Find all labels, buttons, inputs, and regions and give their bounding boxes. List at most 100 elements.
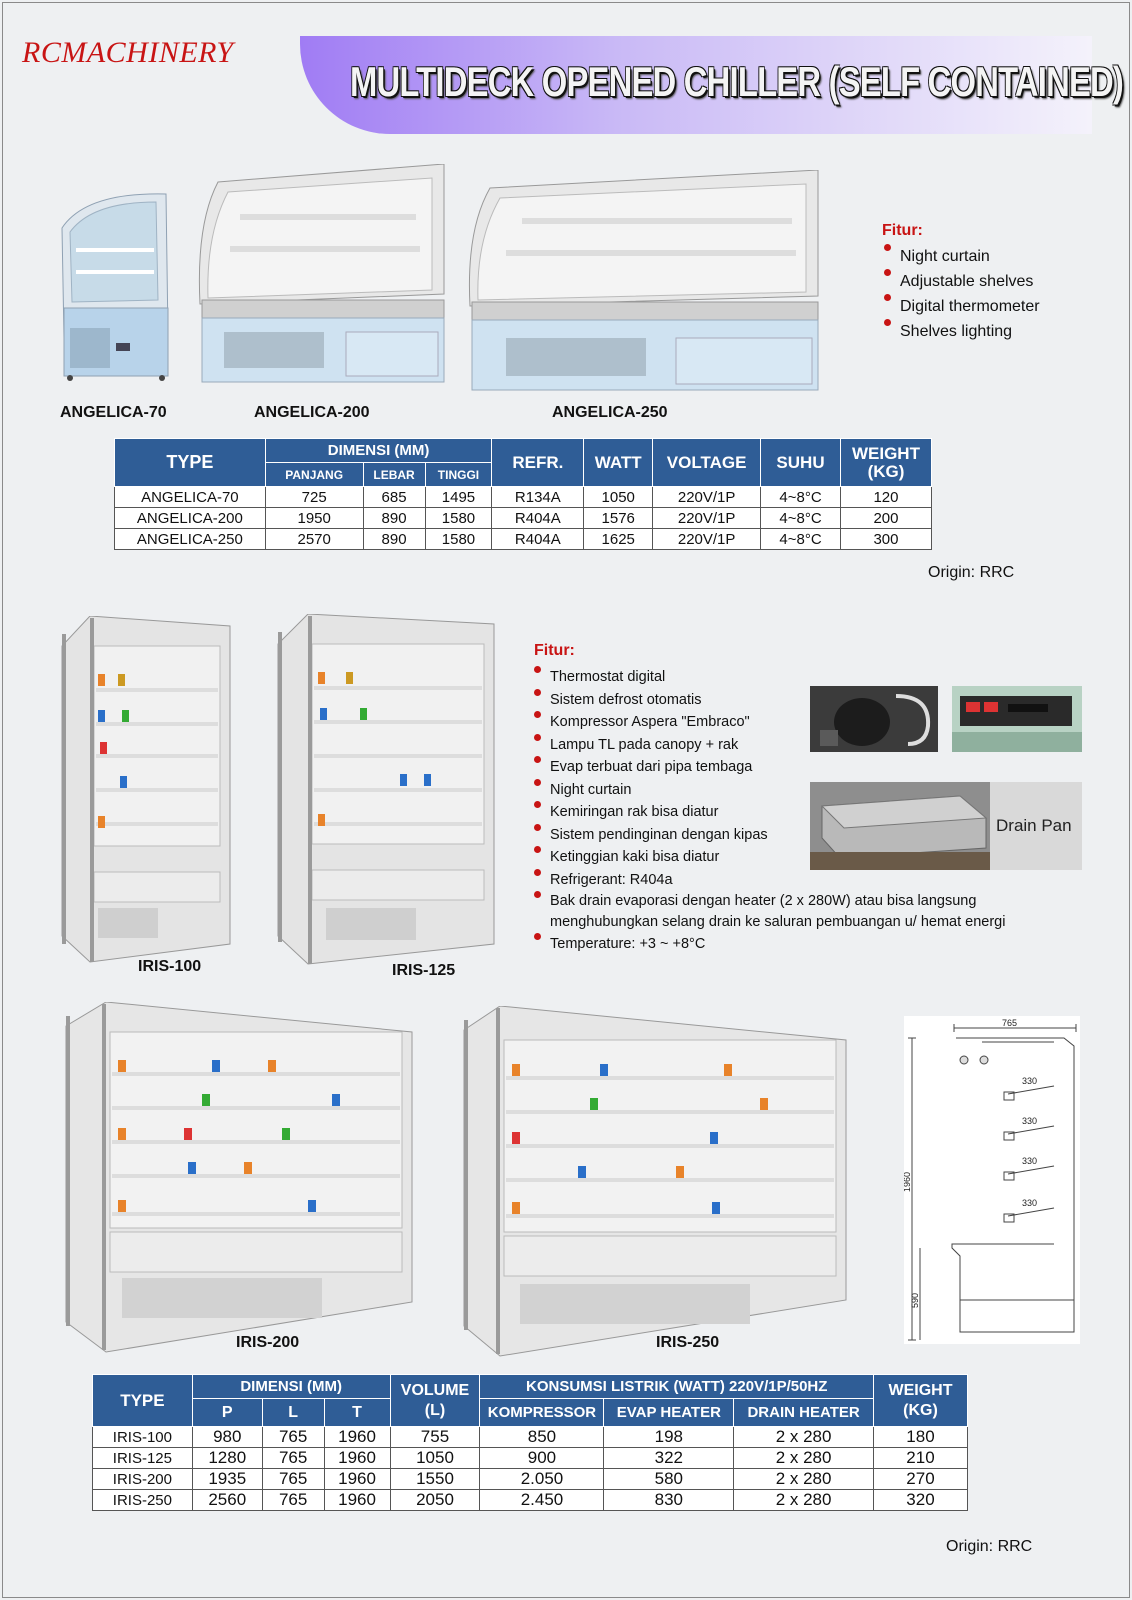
feature-item: Ketinggian kaki bisa diatur	[532, 846, 1072, 869]
table-cell: 4~8°C	[760, 528, 841, 550]
table-row: IRIS-250 2560 765 1960 2050 2.450 830 2 …	[92, 1489, 969, 1511]
col-voltage: VOLTAGE	[652, 438, 762, 487]
feature-item: Sistem defrost otomatis	[532, 688, 1072, 712]
table-row: IRIS-200 1935 765 1960 1550 2.050 580 2 …	[92, 1468, 969, 1490]
thermostat-panel-photo	[952, 686, 1082, 752]
drawing-height-label: 1960	[904, 1172, 912, 1192]
table-cell: 890	[362, 528, 426, 550]
table-cell: IRIS-250	[92, 1489, 193, 1511]
feature-item: Bak drain evaporasi dengan heater (2 x 2…	[532, 891, 1072, 933]
feature-item: Sistem pendinginan dengan kipas	[532, 823, 1072, 847]
col-dimensi: DIMENSI (MM)	[264, 438, 493, 463]
table-cell: 685	[362, 486, 426, 508]
table-cell: 1580	[424, 507, 493, 529]
col-lebar: LEBAR	[362, 462, 426, 487]
table-cell: 580	[603, 1468, 735, 1490]
table-cell: 980	[191, 1426, 263, 1448]
table-cell: 2570	[264, 528, 364, 550]
drawing-base-label: 590	[910, 1293, 920, 1308]
table-cell: 220V/1P	[652, 507, 762, 529]
col-type: TYPE	[114, 438, 266, 487]
table-cell: IRIS-125	[92, 1447, 193, 1469]
angelica-fitur-list: Night curtain Adjustable shelves Digital…	[882, 244, 1040, 344]
table-row: IRIS-100 980 765 1960 755 850 198 2 x 28…	[92, 1426, 969, 1448]
table-cell: 2560	[191, 1489, 263, 1511]
feature-item: Kemiringan rak bisa diatur	[532, 801, 1072, 824]
caption-iris-250: IRIS-250	[656, 1334, 720, 1351]
table-cell: ANGELICA-200	[114, 507, 266, 529]
angelica-70-photo	[61, 193, 169, 381]
table-cell: R404A	[491, 507, 585, 529]
table-cell: 755	[389, 1426, 481, 1448]
iris-origin: Origin: RRC	[946, 1538, 1033, 1555]
col-tinggi: TINGGI	[424, 462, 493, 487]
table-cell: 2050	[389, 1489, 481, 1511]
iris-250-photo	[463, 1006, 847, 1357]
col-panjang: PANJANG	[264, 462, 364, 487]
table-cell: 1960	[323, 1468, 391, 1490]
table-cell: 180	[872, 1426, 969, 1448]
table-row: IRIS-125 1280 765 1960 1050 900 322 2 x …	[92, 1447, 969, 1469]
table-cell: 1935	[191, 1468, 263, 1490]
table-cell: 890	[362, 507, 426, 529]
table-cell: 1960	[323, 1447, 391, 1469]
technical-drawing-panel	[904, 1016, 1080, 1344]
caption-angelica-250: ANGELICA-250	[552, 404, 668, 421]
table-cell: 765	[261, 1489, 325, 1511]
table-cell: 1960	[323, 1489, 391, 1511]
angelica-250-photo	[468, 170, 819, 391]
compressor-photo	[810, 686, 938, 752]
table-cell: 2 x 280	[733, 1489, 874, 1511]
col-watt: WATT	[583, 438, 654, 487]
table-cell: 1280	[191, 1447, 263, 1469]
table-cell: 1950	[264, 507, 364, 529]
table-cell: IRIS-200	[92, 1468, 193, 1490]
feature-item: Thermostat digital	[532, 666, 1072, 689]
table-cell: ANGELICA-250	[114, 528, 266, 550]
col-type: TYPE	[92, 1374, 193, 1427]
drawing-shelf-label: 330	[1022, 1076, 1037, 1086]
table-cell: 1960	[323, 1426, 391, 1448]
table-cell: 322	[603, 1447, 735, 1469]
table-cell: 1495	[424, 486, 493, 508]
table-cell: 765	[261, 1426, 325, 1448]
col-konsumsi: KONSUMSI LISTRIK (WATT) 220V/1P/50HZ	[479, 1374, 874, 1399]
angelica-spec-table: TYPE DIMENSI (MM) REFR. WATT VOLTAGE SUH…	[114, 438, 933, 550]
feature-item: Shelves lighting	[882, 319, 1040, 344]
col-t: T	[323, 1398, 391, 1427]
feature-item: Adjustable shelves	[882, 269, 1040, 294]
table-cell: 210	[872, 1447, 969, 1469]
table-cell: 120	[839, 486, 933, 508]
table-cell: 320	[872, 1489, 969, 1511]
table-cell: 850	[479, 1426, 605, 1448]
col-evap-heater: EVAP HEATER	[603, 1398, 735, 1427]
table-cell: R134A	[491, 486, 585, 508]
angelica-origin: Origin: RRC	[928, 564, 1015, 581]
col-p: P	[191, 1398, 263, 1427]
angelica-fitur-title: Fitur:	[882, 222, 923, 239]
table-cell: 200	[839, 507, 933, 529]
drawing-width-label: 765	[1002, 1018, 1017, 1028]
drain-pan-label: Drain Pan	[996, 816, 1072, 835]
table-cell: 1625	[583, 528, 654, 550]
caption-angelica-200: ANGELICA-200	[254, 404, 370, 421]
col-drain-heater: DRAIN HEATER	[733, 1398, 874, 1427]
table-cell: R404A	[491, 528, 585, 550]
table-cell: 1550	[389, 1468, 481, 1490]
table-cell: 765	[261, 1447, 325, 1469]
table-cell: 4~8°C	[760, 507, 841, 529]
drawing-shelf-label: 330	[1022, 1198, 1037, 1208]
iris-fitur-list: Thermostat digital Sistem defrost otomat…	[532, 666, 1072, 956]
table-cell: 220V/1P	[652, 528, 762, 550]
feature-item: Refrigerant: R404a	[532, 868, 1072, 892]
drawing-shelf-label: 330	[1022, 1116, 1037, 1126]
col-weight: WEIGHT (KG)	[839, 438, 933, 487]
page-title: MULTIDECK OPENED CHILLER (SELF CONTAINED…	[350, 58, 1124, 105]
angelica-200-photo	[198, 164, 445, 383]
col-l: L	[261, 1398, 325, 1427]
table-cell: 270	[872, 1468, 969, 1490]
table-cell: 2 x 280	[733, 1426, 874, 1448]
feature-item: Lampu TL pada canopy + rak	[532, 733, 1072, 757]
feature-item: Night curtain	[532, 778, 1072, 802]
